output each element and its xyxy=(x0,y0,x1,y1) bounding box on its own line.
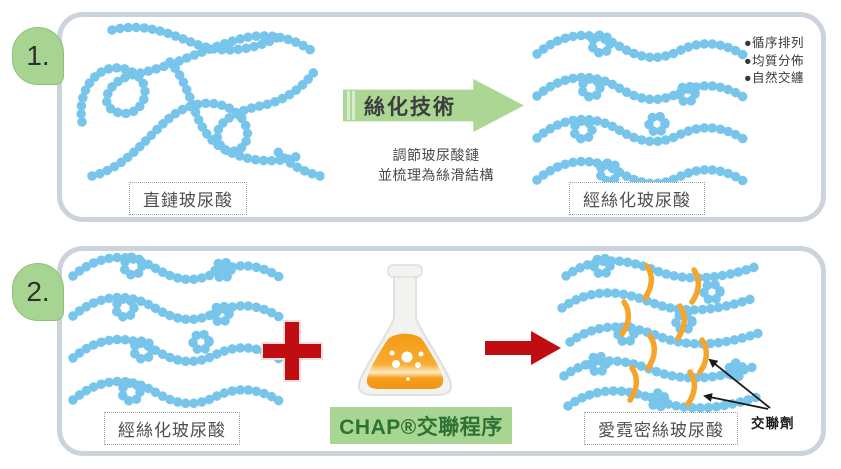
silkification-arrow-label: 絲化技術 xyxy=(363,95,456,119)
bullet-item: ●循序排列 xyxy=(744,36,805,50)
silkified-chain-graphic xyxy=(68,252,286,409)
plus-icon xyxy=(261,320,323,382)
arrow-stripe xyxy=(347,91,350,120)
step2-badge: 2. xyxy=(12,263,64,321)
flask-icon xyxy=(358,264,452,396)
crosslinked-network-graphic xyxy=(557,253,771,413)
silkified-ha-label-top: 經絲化玻尿酸 xyxy=(569,182,705,215)
arrow-right-icon xyxy=(485,331,561,365)
silkification-description: 調節玻尿酸鏈 並梳理為絲滑結構 xyxy=(347,145,525,185)
arrow-stripe xyxy=(352,91,355,120)
straight-ha-label: 直鏈玻尿酸 xyxy=(129,182,247,215)
silkified-chain-graphic xyxy=(532,30,750,189)
description-line2: 並梳理為絲滑結構 xyxy=(378,167,494,183)
feature-bullet-list: ●循序排列 ●均質分佈 ●自然交纏 xyxy=(744,35,804,88)
silkified-ha-label-bottom: 經絲化玻尿酸 xyxy=(104,412,240,445)
chap-process-label: CHAP®交聯程序 xyxy=(330,407,512,444)
description-line1: 調節玻尿酸鏈 xyxy=(392,147,480,163)
crosslinked-ha-label: 愛霓密絲玻尿酸 xyxy=(584,412,738,445)
bullet-item: ●均質分佈 xyxy=(744,53,805,68)
bullet-item: ●自然交纏 xyxy=(744,71,805,85)
tangled-chain-graphic xyxy=(76,22,325,181)
crosslinker-annotation-label: 交聯劑 xyxy=(751,416,795,431)
step1-badge: 1. xyxy=(12,27,64,85)
